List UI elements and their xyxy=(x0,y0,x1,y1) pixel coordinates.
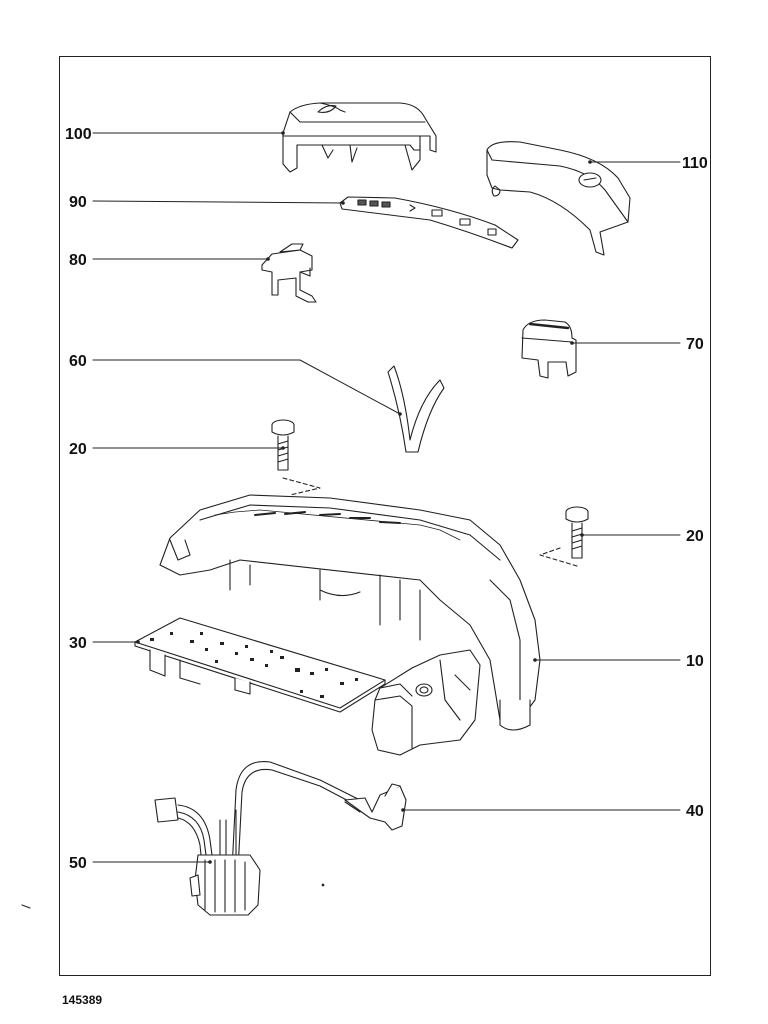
part-20-screw-left xyxy=(271,419,321,496)
callout-20-left: 20 xyxy=(69,441,87,458)
drawing-frame xyxy=(59,56,711,976)
part-70-push-button xyxy=(521,319,577,379)
callout-100: 100 xyxy=(65,126,92,143)
stray-mark xyxy=(21,904,31,909)
callout-30: 30 xyxy=(69,635,87,652)
figure-number: 145389 xyxy=(62,993,103,1007)
leader-60 xyxy=(92,359,401,415)
part-30-pcb xyxy=(134,617,386,713)
part-100-cover xyxy=(282,102,437,173)
leader-90 xyxy=(92,200,344,204)
stray-dot xyxy=(321,883,325,887)
callout-110: 110 xyxy=(682,155,708,172)
part-90-membrane-strip xyxy=(339,196,519,249)
callout-70: 70 xyxy=(686,336,704,353)
callout-90: 90 xyxy=(69,194,87,211)
callout-10: 10 xyxy=(686,653,704,670)
part-80-button-holder xyxy=(261,243,317,303)
part-20-screw-right xyxy=(539,506,589,567)
callout-50: 50 xyxy=(69,855,87,872)
part-40-switch-cable xyxy=(231,761,407,871)
callout-80: 80 xyxy=(69,252,87,269)
leader-lines xyxy=(92,132,681,863)
part-10-housing xyxy=(159,494,541,756)
callout-20-right: 20 xyxy=(686,528,704,545)
part-60-spring xyxy=(387,365,445,453)
part-50-connector xyxy=(154,797,261,916)
leader-dots xyxy=(136,131,592,864)
callout-60: 60 xyxy=(69,353,87,370)
part-110-endcap xyxy=(486,141,631,256)
callout-40: 40 xyxy=(686,803,704,820)
